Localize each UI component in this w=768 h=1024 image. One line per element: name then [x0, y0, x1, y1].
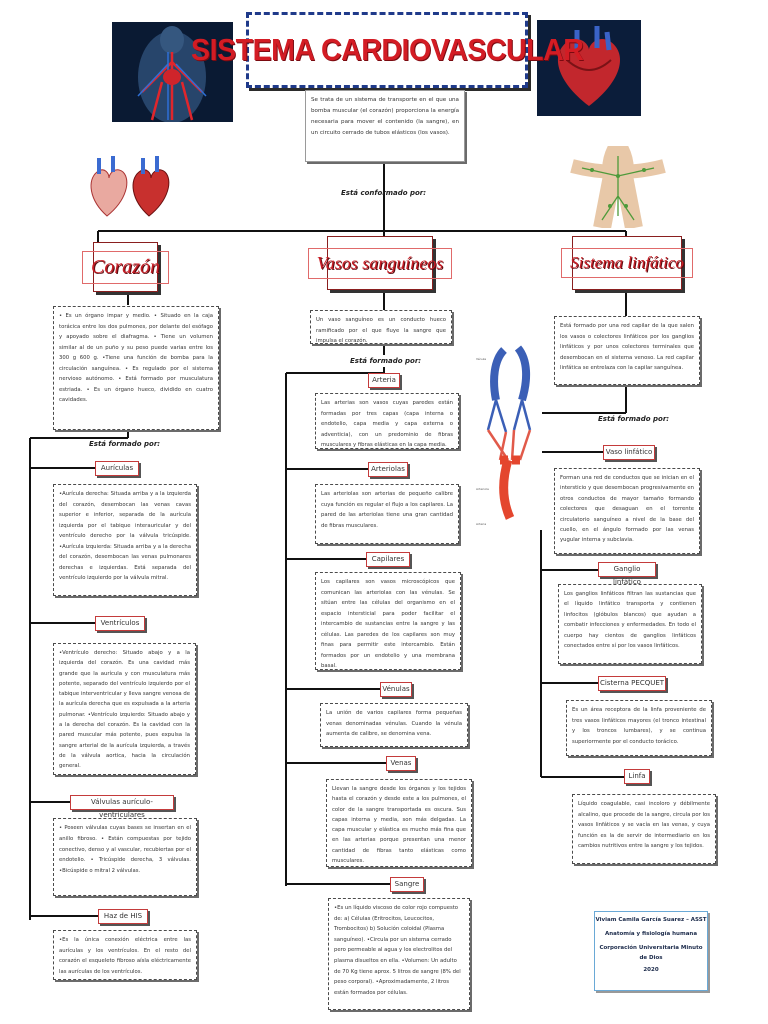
svg-text:Arteriola: Arteriola: [476, 487, 489, 491]
auriculas-text: •Aurícula derecha: Situada arriba y a la…: [59, 491, 191, 581]
corazon-desc: • Es un órgano impar y medio. • Situado …: [59, 313, 213, 403]
capilares-label: Capilares: [366, 552, 410, 567]
his-label: Haz de HIS: [98, 909, 148, 924]
svg-text:Arteria: Arteria: [476, 522, 486, 526]
title-box: SISTEMA CARDIOVASCULAR: [191, 12, 584, 88]
intro-text: Se trata de un sistema de transporte en …: [311, 97, 459, 136]
vasos-title: Vasos sanguíneos: [307, 247, 453, 279]
linfatico-header: Sistema linfático: [561, 236, 693, 290]
venas-box: Llevan la sangre desde los órganos y los…: [326, 779, 472, 867]
heart-illustration-image: [83, 152, 173, 224]
his-box: •Es la única conexión eléctrica entre la…: [53, 930, 197, 980]
credit-subject: Anatomía y fisiología humana: [604, 931, 698, 937]
lymphatic-system-image: [562, 146, 674, 228]
linfatico-formado-label: Está formado por:: [598, 415, 670, 423]
vaso-linfatico-text: Forman una red de conductos que se inici…: [560, 475, 694, 544]
corazon-title: Corazón: [82, 250, 169, 284]
linfa-text: Líquido coagulable, casi incoloro y débi…: [578, 801, 710, 850]
credit-university: Corporación Universitaria Minuto de Dios: [599, 945, 703, 961]
valvulas-text: • Poseen válvulas cuyas bases se inserta…: [59, 825, 191, 875]
linfatico-desc: Está formado por una red capilar de la q…: [560, 323, 694, 371]
page-title: SISTEMA CARDIOVASCULAR: [190, 32, 584, 67]
venas-text: Llevan la sangre desde los órganos y los…: [332, 786, 466, 865]
arteriolas-label: Arteriolas: [368, 462, 408, 477]
linfa-box: Líquido coagulable, casi incoloro y débi…: [572, 794, 716, 864]
corazon-formado-label: Está formado por:: [89, 440, 161, 448]
cisterna-label: Cisterna PECQUET: [598, 676, 666, 691]
arteria-label: Arteria: [368, 373, 400, 388]
human-cardiovascular-image: [112, 22, 233, 122]
credit-author: Viviam Camila García Suarez – ASST: [595, 917, 707, 923]
credit-box: Viviam Camila García Suarez – ASST Anato…: [594, 911, 708, 991]
valvulas-label: Válvulas aurículo-ventriculares: [70, 795, 174, 819]
corazon-header: Corazón: [82, 242, 169, 292]
auriculas-box: •Aurícula derecha: Situada arriba y a la…: [53, 484, 197, 596]
vasos-desc-box: Un vaso sanguíneo es un conducto hueco r…: [310, 310, 452, 344]
arteriolas-text: Las arteriolas son arterias de pequeño c…: [321, 491, 453, 529]
credit-year: 2020: [643, 967, 659, 973]
arteria-box: Las arterias son vasos cuyas paredes est…: [315, 393, 459, 449]
vaso-linfatico-label: Vaso linfático: [603, 445, 655, 460]
arteriolas-box: Las arteriolas son arterias de pequeño c…: [315, 484, 459, 544]
linfa-label: Linfa: [624, 769, 650, 784]
linfatico-desc-box: Está formado por una red capilar de la q…: [554, 316, 700, 385]
venulas-box: La unión de varios capilares forma peque…: [320, 703, 468, 747]
sangre-box: •Es un líquido viscoso de color rojo com…: [328, 898, 470, 1010]
ganglio-text: Los ganglios linfáticos filtran las sust…: [564, 591, 696, 650]
ganglio-box: Los ganglios linfáticos filtran las sust…: [558, 584, 702, 664]
vaso-linfatico-box: Forman una red de conductos que se inici…: [554, 468, 700, 554]
auriculas-label: Aurículas: [95, 461, 139, 476]
ventriculos-text: •Ventrículo derecho: Situado abajo y a l…: [59, 650, 190, 770]
ventriculos-box: •Ventrículo derecho: Situado abajo y a l…: [53, 643, 196, 775]
his-text: •Es la única conexión eléctrica entre la…: [59, 937, 191, 975]
capilares-text: Los capilares son vasos microscópicos qu…: [321, 579, 455, 669]
venulas-text: La unión de varios capilares forma peque…: [326, 710, 462, 737]
svg-text:Vénula: Vénula: [476, 357, 486, 361]
valvulas-box: • Poseen válvulas cuyas bases se inserta…: [53, 818, 197, 896]
vasos-desc: Un vaso sanguíneo es un conducto hueco r…: [316, 317, 446, 344]
capilares-box: Los capilares son vasos microscópicos qu…: [315, 572, 461, 670]
sangre-label: Sangre: [390, 877, 424, 892]
ventriculos-label: Ventrículos: [95, 616, 145, 631]
venas-label: Venas: [386, 756, 416, 771]
cisterna-box: Es un área receptora de la linfa proveni…: [566, 700, 712, 756]
corazon-desc-box: • Es un órgano impar y medio. • Situado …: [53, 306, 219, 430]
ganglio-label: Ganglio linfático: [598, 562, 656, 586]
cisterna-text: Es un área receptora de la linfa proveni…: [572, 707, 706, 745]
intro-box: Se trata de un sistema de transporte en …: [305, 90, 465, 162]
sangre-text: •Es un líquido viscoso de color rojo com…: [334, 905, 461, 996]
vasos-formado-label: Está formado por:: [350, 357, 422, 365]
linfatico-title: Sistema linfático: [561, 248, 693, 278]
vasos-header: Vasos sanguíneos: [307, 236, 453, 290]
heart-anatomy-image: [537, 20, 641, 116]
arteria-text: Las arterias son vasos cuyas paredes est…: [321, 400, 453, 448]
conformado-label: Está conformado por:: [341, 189, 427, 197]
venulas-label: Vénulas: [380, 682, 412, 697]
